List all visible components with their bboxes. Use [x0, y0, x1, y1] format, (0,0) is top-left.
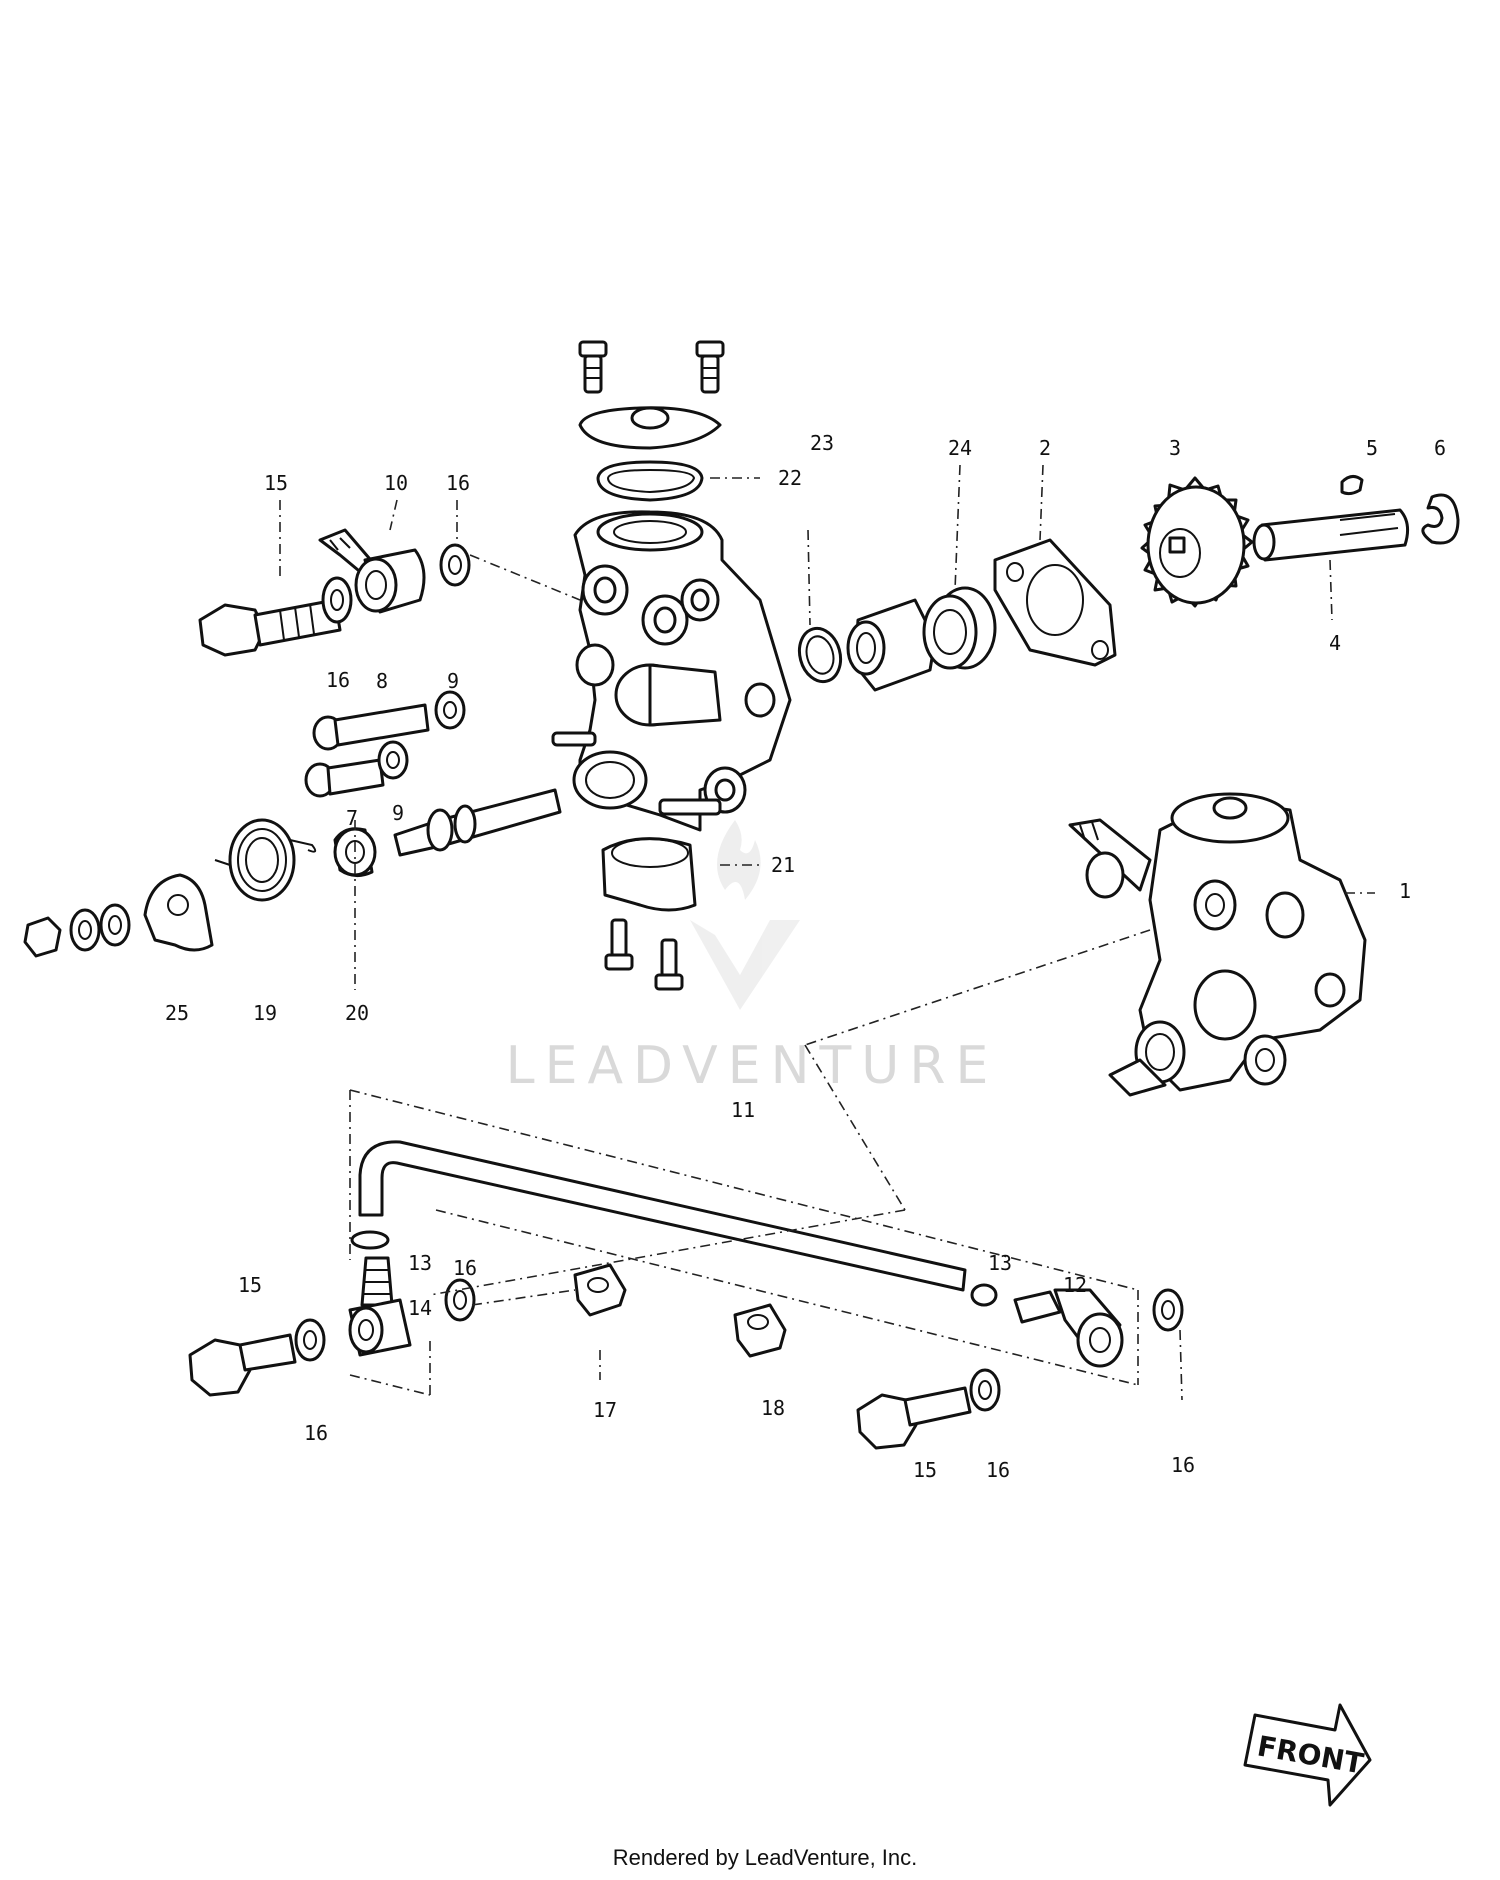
top-cover-screws [578, 340, 725, 394]
callout-18: 18 [761, 1396, 785, 1420]
front-direction-arrow: FRONT [1243, 1703, 1372, 1807]
control-lever [143, 873, 214, 952]
shaft-key [1340, 475, 1364, 496]
banjo-bolt-lower-right [856, 1386, 972, 1450]
hose-clamps [350, 1230, 998, 1307]
shaft-circlip [1421, 493, 1460, 545]
oil-hose [358, 1140, 967, 1292]
callout-15-upper: 15 [264, 471, 288, 495]
washer-upper-left [321, 576, 353, 624]
callout-17: 17 [593, 1398, 617, 1422]
leader-lines [279, 464, 1375, 1401]
callout-11: 11 [731, 1098, 755, 1122]
callout-16-lower-left: 16 [304, 1421, 328, 1445]
callout-25: 25 [165, 1001, 189, 1025]
callout-13-right: 13 [988, 1251, 1012, 1275]
oil-pump-drive-gear [1140, 476, 1254, 608]
callout-8: 8 [376, 669, 388, 693]
cover-o-ring [596, 460, 704, 502]
callout-4: 4 [1329, 631, 1341, 655]
pump-mounting-screws [304, 690, 466, 798]
callout-labels: 1 2 3 4 5 6 7 8 9 9 10 11 12 13 13 14 15… [165, 431, 1446, 1482]
watermark-logo [690, 820, 800, 1010]
callout-20: 20 [345, 1001, 369, 1025]
bottom-screws [604, 918, 684, 991]
pump-top-cover [578, 406, 722, 450]
callout-7: 7 [346, 806, 358, 830]
callout-14: 14 [408, 1296, 432, 1320]
callout-16-lower-mid: 16 [453, 1256, 477, 1280]
callout-16-lower-right: 16 [986, 1458, 1010, 1482]
banjo-bolt-lower-left [188, 1333, 297, 1397]
callout-9-lower: 9 [392, 801, 404, 825]
lever-nut-washers [23, 903, 131, 958]
callout-16-upper-left: 16 [326, 668, 350, 692]
callout-13-left: 13 [408, 1251, 432, 1275]
callout-22: 22 [778, 466, 802, 490]
shaft-o-ring [797, 626, 843, 684]
return-spring [214, 818, 317, 902]
washer-lower-right [969, 1368, 1001, 1412]
callout-1: 1 [1399, 879, 1411, 903]
washer-lower-left [294, 1318, 326, 1362]
oil-pump-body [551, 510, 792, 832]
callout-19: 19 [253, 1001, 277, 1025]
banjo-fitting-upper [318, 528, 426, 614]
callout-15-lower-right: 15 [913, 1458, 937, 1482]
callout-15-lower-left: 15 [238, 1273, 262, 1297]
callout-2: 2 [1039, 436, 1051, 460]
callout-6: 6 [1434, 436, 1446, 460]
callout-5: 5 [1366, 436, 1378, 460]
callout-16-far-right: 16 [1171, 1453, 1195, 1477]
banjo-fitting-lower-right [1013, 1288, 1124, 1368]
pump-drive-shaft [1252, 508, 1410, 562]
callout-21: 21 [771, 853, 795, 877]
washer-upper-right [439, 543, 471, 587]
callout-3: 3 [1169, 436, 1181, 460]
callout-10: 10 [384, 471, 408, 495]
oil-pump-assembly [1068, 792, 1367, 1097]
callout-24: 24 [948, 436, 972, 460]
hose-grommet-17 [573, 1263, 627, 1317]
hose-grommet-18 [733, 1303, 787, 1358]
pump-bottom-gasket [601, 837, 697, 912]
shaft-bearing [922, 586, 997, 670]
footer-credit: Rendered by LeadVenture, Inc. [613, 1845, 918, 1870]
shaft-bushing [846, 598, 937, 692]
pump-control-shaft [393, 788, 562, 857]
banjo-bolt-upper [198, 598, 342, 657]
drive-gear-gasket [993, 538, 1117, 667]
banjo-fitting-lower-left [348, 1256, 412, 1357]
callout-9-upper: 9 [447, 669, 459, 693]
watermark-text: LEADVENTURE [506, 1036, 999, 1096]
callout-16-upper-right: 16 [446, 471, 470, 495]
washer-lower-mid [444, 1278, 476, 1322]
washer-far-right [1152, 1288, 1184, 1332]
callout-12: 12 [1063, 1273, 1087, 1297]
callout-23: 23 [810, 431, 834, 455]
